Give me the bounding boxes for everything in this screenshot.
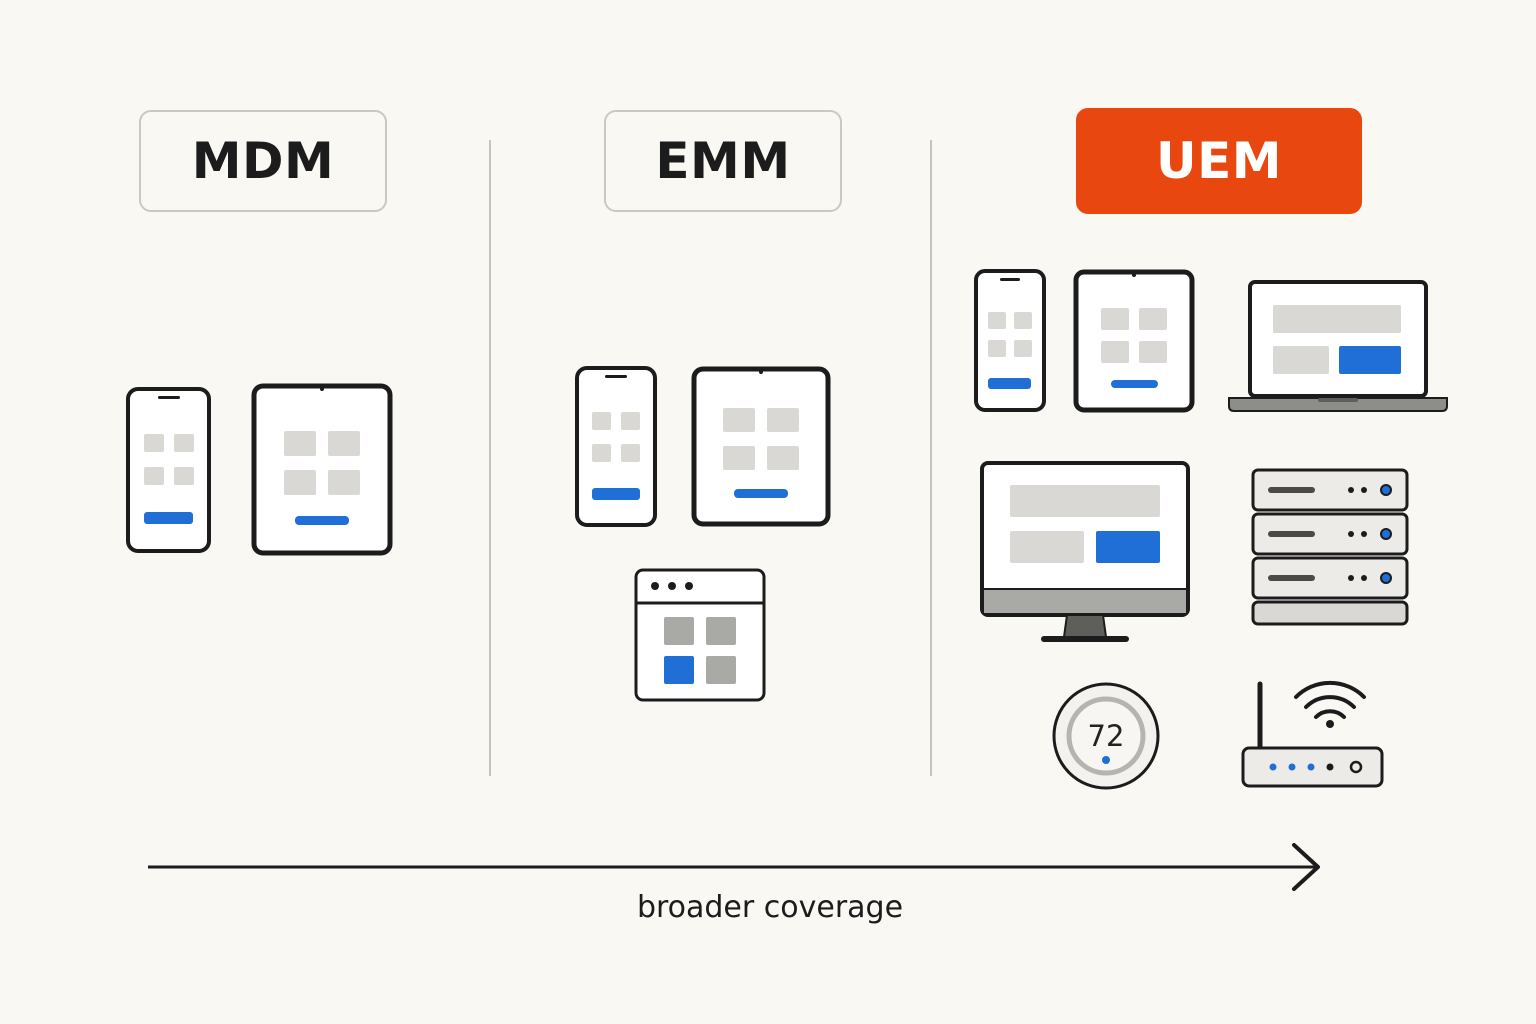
desktop-monitor-icon: [980, 461, 1190, 642]
uem-label: UEM: [1076, 108, 1362, 214]
coverage-caption: broader coverage: [636, 890, 904, 925]
laptop-icon: [1228, 280, 1448, 412]
column-divider-1: [489, 140, 491, 776]
app-window-icon: [634, 568, 766, 702]
smartphone-icon: [126, 387, 211, 553]
tablet-icon: [1073, 269, 1195, 413]
wifi-router-icon: [1241, 680, 1384, 788]
thermostat-reading: 72: [1088, 719, 1125, 753]
emm-label: EMM: [604, 110, 842, 212]
tablet-icon: [251, 383, 393, 556]
smartphone-icon: [575, 366, 657, 527]
smartphone-icon: [974, 269, 1046, 412]
mdm-label: MDM: [139, 110, 387, 212]
server-rack-icon: [1251, 468, 1409, 626]
coverage-arrow: [148, 843, 1320, 891]
column-divider-2: [930, 140, 932, 776]
thermostat-icon: 72: [1052, 682, 1160, 790]
tablet-icon: [691, 366, 831, 527]
